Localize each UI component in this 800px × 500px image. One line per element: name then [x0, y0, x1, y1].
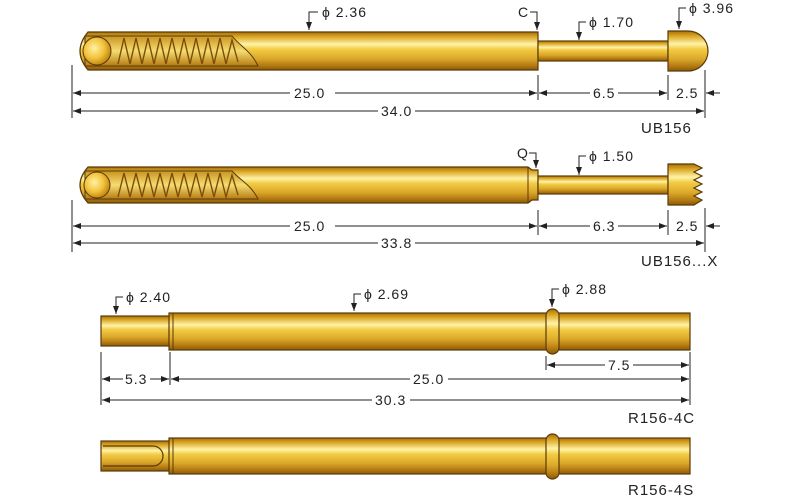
ring-to-end-length: 7.5: [608, 357, 630, 373]
barrel-length: 25.0: [294, 85, 325, 101]
total-length: 33.8: [381, 235, 412, 251]
receptacle-r156-4c: ϕ 2.40 ϕ 2.69 ϕ 2.88 7.5 5.3 25.0 30.3 R…: [100, 281, 695, 427]
model-label: R156-4S: [628, 482, 694, 499]
ball: [83, 171, 111, 199]
serrated-tip: [667, 163, 704, 206]
plunger: [537, 175, 669, 195]
plunger: [537, 40, 669, 62]
tip-length: 2.5: [676, 85, 698, 101]
tip-length: 2.5: [676, 218, 698, 234]
body-diameter-label: ϕ 2.69: [364, 286, 409, 302]
plunger-length: 6.5: [593, 85, 615, 101]
receptacle-body: [168, 437, 691, 475]
ring-diameter-label: ϕ 2.88: [562, 281, 607, 297]
receptacle-ring: [545, 433, 560, 480]
crimp-label: Q: [517, 145, 529, 161]
crimp-label: C: [518, 4, 529, 20]
model-label: UB156...X: [641, 253, 718, 270]
barrel-length: 25.0: [294, 218, 325, 234]
total-length: 34.0: [381, 103, 412, 119]
receptacle-ring: [545, 308, 560, 355]
end-length: 5.3: [125, 371, 147, 387]
solder-cup-slot: [103, 445, 164, 467]
plunger-diameter-label: ϕ 1.50: [589, 148, 634, 164]
receptacle-body: [168, 312, 691, 351]
spring: [117, 172, 239, 200]
receptacle-end: [100, 315, 172, 347]
model-label: UB156: [641, 120, 692, 137]
spring: [117, 37, 239, 65]
probe-ub156: ϕ 2.36 C ϕ 1.70 ϕ 3.96 25.0 6.5 2.5 34.0…: [71, 0, 734, 137]
total-length: 30.3: [375, 392, 406, 408]
barrel-diameter-label: ϕ 2.36: [322, 4, 367, 20]
plunger-length: 6.3: [593, 218, 615, 234]
ball: [82, 36, 112, 66]
probe-ub156x: Q ϕ 1.50 25.0 6.3 2.5 33.8 UB156...X: [71, 145, 720, 270]
tip-diameter-label: ϕ 3.96: [689, 0, 734, 16]
receptacle-r156-4s: R156-4S: [100, 433, 694, 499]
round-tip: [667, 30, 709, 72]
end-diameter-label: ϕ 2.40: [126, 289, 171, 305]
plunger-diameter-label: ϕ 1.70: [589, 14, 634, 30]
model-label: R156-4C: [628, 410, 695, 427]
body-length: 25.0: [413, 371, 444, 387]
